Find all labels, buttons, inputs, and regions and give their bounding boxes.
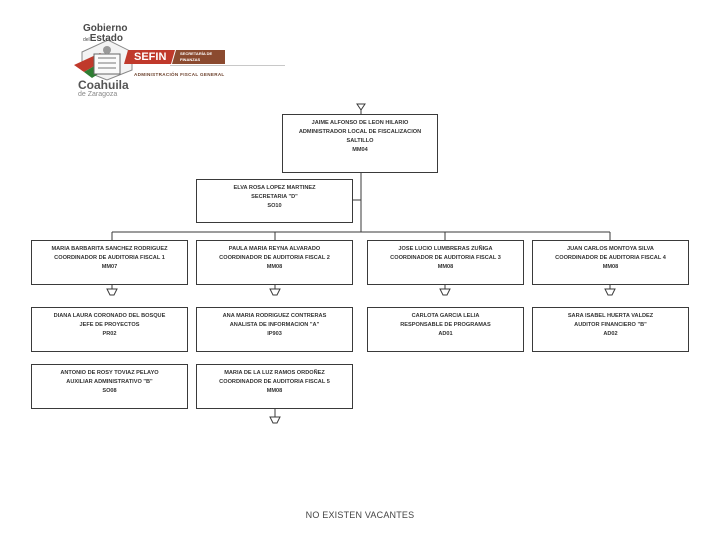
staff-node-3: CARLOTA GARCIA LELIA RESPONSABLE DE PROG… xyxy=(367,307,524,352)
staff-title: AUXILIAR ADMINISTRATIVO "B" xyxy=(66,379,153,385)
coordinator-name: MARIA DE LA LUZ RAMOS ORDOÑEZ xyxy=(224,370,325,376)
zaragoza-label: de Zaragoza xyxy=(78,91,118,98)
staff-title: ANALISTA DE INFORMACION "A" xyxy=(229,322,320,328)
staff-code: PR02 xyxy=(102,331,117,337)
coat-of-arms-icon xyxy=(74,39,133,81)
coordinator-title: COORDINADOR DE AUDITORIA FISCAL 3 xyxy=(390,255,501,261)
staff-name: ANTONIO DE ROSY TOVIAZ PELAYO xyxy=(60,370,159,376)
secretary-code: SO10 xyxy=(267,203,282,209)
staff-node-1: DIANA LAURA CORONADO DEL BOSQUE JEFE DE … xyxy=(31,307,188,352)
staff-name: ANA MARIA RODRIGUEZ CONTRERAS xyxy=(222,313,327,319)
staff-code: AD01 xyxy=(438,331,453,337)
root-code: MM04 xyxy=(352,147,368,153)
secretary-node: ELVA ROSA LOPEZ MARTINEZ SECRETARIA "D" … xyxy=(196,179,353,223)
staff-title: JEFE DE PROYECTOS xyxy=(79,322,140,328)
org-node-icon xyxy=(439,285,451,296)
root-location: SALTILLO xyxy=(346,138,374,144)
staff-node-5: ANTONIO DE ROSY TOVIAZ PELAYO AUXILIAR A… xyxy=(31,364,188,409)
staff-title: AUDITOR FINANCIERO "B" xyxy=(574,322,647,328)
coordinator-node-3: JOSE LUCIO LUMBRERAS ZUÑIGA COORDINADOR … xyxy=(367,240,524,285)
root-name: JAIME ALFONSO DE LEON HILARIO xyxy=(311,120,409,126)
root-title: ADMINISTRADOR LOCAL DE FISCALIZACION xyxy=(298,129,422,135)
staff-code: SO08 xyxy=(102,388,117,394)
logo-divider xyxy=(170,65,285,66)
coordinator-node-2: PAULA MARIA REYNA ALVARADO COORDINADOR D… xyxy=(196,240,353,285)
coordinator-name: PAULA MARIA REYNA ALVARADO xyxy=(228,246,321,252)
coordinator-title: COORDINADOR DE AUDITORIA FISCAL 1 xyxy=(54,255,165,261)
staff-name: CARLOTA GARCIA LELIA xyxy=(411,313,480,319)
gobierno-label: Gobierno delEstado xyxy=(83,23,128,44)
coahuila-government-logo: Gobierno delEstado Coahuila de Zaragoza … xyxy=(70,20,285,102)
org-node-icon xyxy=(106,285,118,296)
org-node-icon xyxy=(269,409,281,424)
coordinator-title: COORDINADOR DE AUDITORIA FISCAL 5 xyxy=(219,379,330,385)
coordinator-code: MM08 xyxy=(602,264,619,270)
org-node-icon xyxy=(604,285,616,296)
sefin-label: SEFIN xyxy=(134,51,167,63)
staff-code: IP903 xyxy=(267,331,282,337)
coordinator-name: MARIA BARBARITA SANCHEZ RODRIGUEZ xyxy=(51,246,168,252)
secretaria-label: SECRETARÍA DE FINANZAS xyxy=(180,51,213,62)
coordinator-title: COORDINADOR DE AUDITORIA FISCAL 2 xyxy=(219,255,330,261)
secretary-name: ELVA ROSA LOPEZ MARTINEZ xyxy=(233,185,316,191)
coordinator-title: COORDINADOR DE AUDITORIA FISCAL 4 xyxy=(555,255,666,261)
coahuila-label: Coahuila xyxy=(78,78,129,92)
coordinator-code: MM08 xyxy=(266,388,283,394)
sefin-banner xyxy=(124,50,225,64)
staff-title: RESPONSABLE DE PROGRAMAS xyxy=(400,322,491,328)
footer-note: NO EXISTEN VACANTES xyxy=(305,510,415,520)
coordinator-name: JOSE LUCIO LUMBRERAS ZUÑIGA xyxy=(398,246,493,252)
coordinator-node-1: MARIA BARBARITA SANCHEZ RODRIGUEZ COORDI… xyxy=(31,240,188,285)
staff-name: DIANA LAURA CORONADO DEL BOSQUE xyxy=(53,313,166,319)
coordinator-node-5: MARIA DE LA LUZ RAMOS ORDOÑEZ COORDINADO… xyxy=(196,364,353,409)
org-node-icon xyxy=(269,285,281,296)
coordinator-code: MM08 xyxy=(266,264,283,270)
staff-node-4: SARA ISABEL HUERTA VALDEZ AUDITOR FINANC… xyxy=(532,307,689,352)
coordinator-code: MM08 xyxy=(437,264,454,270)
root-node: JAIME ALFONSO DE LEON HILARIO ADMINISTRA… xyxy=(282,114,438,173)
secretary-title: SECRETARIA "D" xyxy=(251,194,298,200)
coordinator-code: MM07 xyxy=(101,264,118,270)
staff-code: AD02 xyxy=(603,331,618,337)
org-node-icon xyxy=(356,103,366,111)
logo-graphic xyxy=(74,39,225,81)
coordinator-node-4: JUAN CARLOS MONTOYA SILVA COORDINADOR DE… xyxy=(532,240,689,285)
staff-name: SARA ISABEL HUERTA VALDEZ xyxy=(567,313,654,319)
coordinator-name: JUAN CARLOS MONTOYA SILVA xyxy=(567,246,654,252)
administracion-label: ADMINISTRACIÓN FISCAL GENERAL xyxy=(134,72,225,77)
staff-node-2: ANA MARIA RODRIGUEZ CONTRERAS ANALISTA D… xyxy=(196,307,353,352)
